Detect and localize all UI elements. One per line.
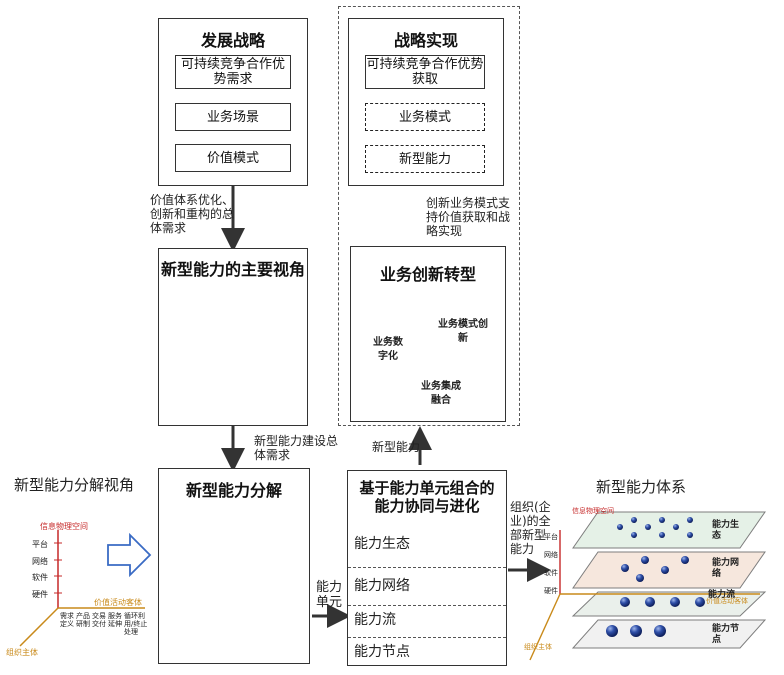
system-y-tick: 平台	[544, 533, 558, 541]
system-y-tick: 软件	[544, 569, 558, 577]
system-y-axis: 信息物理空间	[572, 507, 614, 515]
innovation-label: 创新业务模式支持价值获取和战略实现	[426, 196, 511, 238]
realization-title: 战略实现	[393, 31, 458, 50]
strategy-item-value: 价值模式	[175, 144, 291, 172]
realization-item-model: 业务模式	[365, 103, 485, 131]
value-need-label: 价值体系优化、创新和重构的总体需求	[150, 193, 235, 235]
decomp-axes	[19, 530, 145, 647]
system-layer-node: 能力节点	[712, 624, 740, 645]
system-layer-ecology: 能力生态	[712, 520, 740, 541]
strategy-title: 发展战略	[200, 31, 265, 50]
business-ring-integration: 业务集成融合	[421, 381, 461, 406]
strategy-item-need: 可持续竞争合作优势需求	[175, 55, 291, 89]
decomp-y-tick: 硬件	[32, 590, 48, 599]
decomp-x-tick: 循环利用/终止处理	[124, 612, 148, 636]
strategy-box: 发展战略 可持续竞争合作优势需求 业务场景 价值模式	[158, 18, 308, 186]
decomp-y-tick: 软件	[32, 573, 48, 582]
realization-box: 战略实现 可持续竞争合作优势获取 业务模式 新型能力	[348, 18, 504, 186]
decomp-x-tick: 产品研制	[76, 612, 90, 628]
decomp-x-tick: 交易交付	[92, 612, 106, 628]
realization-item-capability: 新型能力	[365, 145, 485, 173]
synergy-title: 基于能力单元组合的能力协同与进化	[359, 479, 495, 515]
business-title: 业务创新转型	[379, 265, 476, 284]
decomp-x-tick: 服务延伸	[108, 612, 122, 628]
synergy-row-network: 能力网络	[354, 578, 410, 594]
decomp-y-tick: 网络	[32, 557, 48, 566]
business-box: 业务创新转型	[350, 246, 506, 422]
synergy-divider	[348, 567, 506, 568]
unit-label: 能力单元	[316, 580, 343, 610]
synergy-divider	[348, 637, 506, 638]
decomp-box: 新型能力分解	[158, 468, 310, 664]
system-layers	[529, 511, 767, 661]
synergy-divider	[348, 605, 506, 606]
strategy-item-scene: 业务场景	[175, 103, 291, 131]
system-title: 新型能力体系	[596, 478, 687, 496]
decomp-x-tick: 需求定义	[60, 612, 74, 628]
decomp-view-title: 新型能力分解视角	[14, 476, 135, 494]
hollow-arrow-icon	[107, 532, 152, 578]
synergy-row-node: 能力节点	[354, 644, 410, 660]
decomp-y-tick: 平台	[32, 540, 48, 549]
realization-item-gain: 可持续竞争合作优势获取	[365, 55, 485, 89]
org-capability-label: 组织(企业)的全部新型能力	[510, 500, 551, 556]
build-need-label: 新型能力建设总体需求	[254, 434, 339, 462]
business-center: 数字业务	[408, 342, 442, 369]
synergy-row-ecology: 能力生态	[354, 536, 410, 552]
business-ring-model: 业务模式创新	[438, 319, 488, 344]
system-y-tick: 网络	[544, 551, 558, 559]
decomp-x-axis: 价值活动客体	[94, 598, 142, 607]
synergy-row-flow: 能力流	[354, 612, 396, 628]
synergy-box: 基于能力单元组合的能力协同与进化 能力生态 能力网络 能力流 能力节点	[347, 470, 507, 666]
perspective-box: 新型能力的主要视角	[158, 248, 308, 426]
perspective-title: 新型能力的主要视角	[160, 260, 305, 279]
new-capability-label: 新型能力	[372, 440, 421, 454]
decomp-title: 新型能力分解	[185, 481, 282, 500]
system-x-axis: 价值活动客体	[706, 597, 748, 605]
decomp-y-axis: 信息物理空间	[40, 522, 88, 531]
business-ring-digital: 业务数字化	[373, 337, 403, 362]
system-layer-flow: 能力流	[708, 590, 736, 600]
decomp-z-axis: 组织主体	[6, 648, 38, 657]
system-y-tick: 硬件	[544, 587, 558, 595]
system-z-axis: 组织主体	[524, 643, 552, 651]
system-layer-network: 能力网络	[712, 558, 740, 579]
